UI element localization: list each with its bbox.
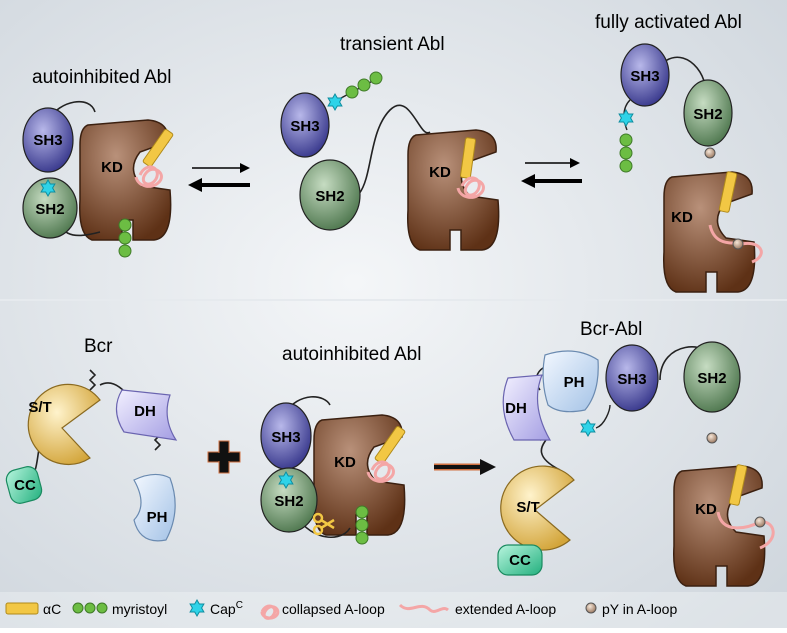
legend-alpha-c: αC (43, 601, 61, 617)
legend-myristoyl: myristoyl (112, 601, 167, 617)
cc-label: CC (509, 552, 531, 569)
phosphotyrosine (754, 516, 766, 528)
sh2-label: SH2 (697, 370, 726, 387)
myristoyl (619, 133, 633, 173)
legend-py: pY in A-loop (602, 601, 677, 617)
transient-abl: transient Abl SH3 SH2 KD (280, 34, 500, 251)
kd-label: KD (429, 164, 451, 181)
plus-sign (207, 440, 241, 474)
legend: αC myristoyl CapC collapsed A-loop exten… (0, 592, 787, 628)
kd-label: KD (695, 501, 717, 518)
myristoyl (345, 71, 383, 99)
sh2-label: SH2 (693, 106, 722, 123)
dh-domain (115, 389, 178, 441)
sh2-domain (260, 467, 318, 533)
bcr: Bcr S/T DH PH CC (5, 336, 178, 542)
title-bcr-abl: Bcr-Abl (580, 319, 642, 340)
ph-domain (133, 473, 176, 542)
autoinhibited-abl-bottom: autoinhibited Abl SH3 SH2 KD (260, 344, 421, 545)
title-bcr: Bcr (84, 336, 113, 357)
kd-label: KD (101, 159, 123, 176)
equilibrium-arrows-2 (521, 158, 582, 188)
sh2-domain (22, 177, 78, 239)
title-fully-activated: fully activated Abl (595, 12, 742, 33)
myristoyl (118, 218, 132, 258)
sh3-label: SH3 (33, 132, 62, 149)
title-autoinhibited-bottom: autoinhibited Abl (282, 344, 421, 365)
dh-label: DH (505, 400, 527, 417)
sh2-domain (299, 159, 361, 231)
linker (29, 369, 162, 479)
sh2-label: SH2 (35, 201, 64, 218)
bcr-abl: Bcr-Abl DH PH SH3 SH2 S/T CC KD (497, 319, 775, 587)
sh2-domain (683, 341, 741, 413)
legend-background (0, 592, 787, 628)
title-transient: transient Abl (340, 34, 445, 55)
autoinhibited-abl-top: autoinhibited Abl SH3 SH2 KD (22, 67, 175, 258)
myristoyl (355, 505, 369, 545)
myristoyl-icon (72, 602, 108, 614)
cc-domain (497, 544, 543, 576)
sh2-label: SH2 (274, 493, 303, 510)
alpha-c-icon (5, 602, 39, 615)
extended-a-loop-icon (398, 603, 449, 613)
fully-activated-abl: fully activated Abl SH3 SH2 KD (595, 12, 763, 293)
reaction-arrow (434, 459, 496, 475)
sh3-label: SH3 (617, 371, 646, 388)
sh2-label: SH2 (315, 188, 344, 205)
sh3-label: SH3 (630, 68, 659, 85)
sh2-domain (683, 79, 733, 147)
legend-collapsed-a-loop: collapsed A-loop (282, 601, 385, 617)
scissors-icon (312, 512, 335, 536)
py-icon (585, 602, 597, 614)
sh3-domain (605, 344, 659, 412)
st-domain (27, 383, 101, 465)
sh3-domain (620, 43, 670, 107)
dh-domain (502, 374, 552, 441)
cc-label: CC (14, 477, 36, 494)
collapsed-a-loop-icon (260, 604, 280, 620)
sh3-label: SH3 (290, 118, 319, 135)
sh3-label: SH3 (271, 429, 300, 446)
ph-label: PH (147, 509, 168, 526)
phosphotyrosine (732, 238, 744, 250)
ph-label: PH (564, 374, 585, 391)
collapsed-a-loop (456, 176, 485, 199)
phosphotyrosine (706, 432, 718, 444)
ph-domain (542, 350, 599, 413)
st-label: S/T (28, 399, 51, 416)
st-domain (500, 465, 575, 551)
legend-extended-a-loop: extended A-loop (455, 601, 556, 617)
phosphotyrosine (704, 147, 716, 159)
kd-label: KD (334, 454, 356, 471)
st-label: S/T (516, 499, 539, 516)
kd-label: KD (671, 209, 693, 226)
sh3-domain (22, 107, 74, 173)
equilibrium-arrows-1 (188, 163, 250, 192)
sh3-domain (280, 92, 330, 158)
legend-cap: CapC (210, 600, 243, 617)
collapsed-a-loop (366, 460, 395, 483)
dh-label: DH (134, 403, 156, 420)
cc-domain (5, 466, 43, 504)
title-autoinhibited-top: autoinhibited Abl (32, 67, 171, 88)
collapsed-a-loop (134, 165, 163, 188)
